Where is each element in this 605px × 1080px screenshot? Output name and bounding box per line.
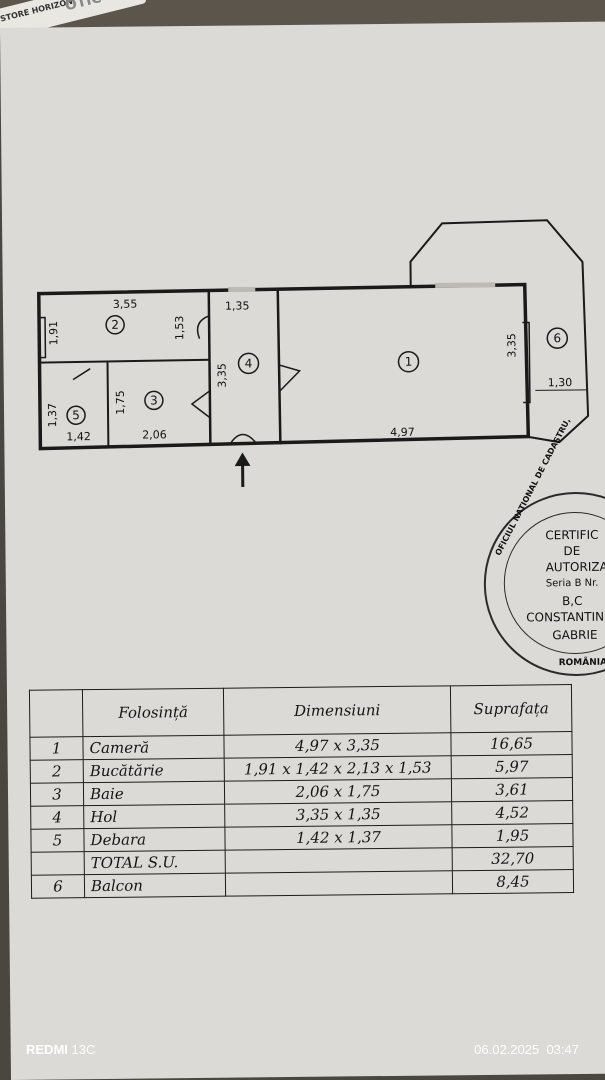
camera-brand: REDMI (26, 1042, 68, 1057)
room-label-6: 6 (553, 331, 561, 345)
table-header-row: Folosință Dimensiuni Suprafața (29, 684, 572, 738)
dim-balcony: 1,30 (548, 376, 573, 389)
stamp-bottom: ROMÂNIA (558, 657, 605, 669)
header-use: Folosință (82, 688, 224, 737)
cell-area: 32,70 (452, 846, 574, 871)
cell-nr: 6 (31, 874, 85, 899)
room-circle-4 (237, 352, 260, 375)
header-dim: Dimensiuni (223, 685, 451, 736)
wall-kitchen-bottom (38, 358, 211, 364)
cell-use: Cameră (82, 735, 225, 760)
stamp-line-6: CONSTANTIN (526, 609, 605, 625)
cell-dim (225, 847, 453, 874)
window-room (522, 321, 531, 404)
stamp-line-7: GABRIE (552, 627, 598, 643)
cell-nr: 4 (30, 805, 84, 830)
door-storage (72, 368, 91, 381)
wall-bath-left (106, 360, 110, 448)
cell-nr: 3 (30, 782, 84, 807)
cell-nr: 2 (30, 759, 84, 784)
camera-watermark-brand: REDMI 13C (26, 1042, 95, 1057)
dim-r1-bottom: 4,97 (390, 426, 415, 439)
header-area: Suprafața (450, 684, 572, 733)
dim-r5-left: 1,37 (46, 403, 59, 428)
balcony-dim-line (535, 389, 587, 391)
pen-text: OTIC (63, 0, 104, 15)
door-entry (229, 433, 258, 445)
dim-r5-bottom: 1,42 (66, 430, 91, 443)
cell-dim (225, 870, 453, 897)
cell-use: Hol (83, 804, 225, 829)
table-row: 6 Balcon 8,45 (31, 869, 574, 899)
cell-dim: 1,91 x 1,42 x 2,13 x 1,53 (224, 755, 452, 782)
cell-use: Balcon (84, 873, 226, 898)
cell-dim: 1,42 x 1,37 (224, 824, 453, 851)
document-page: 2 3 4 1 5 6 3,55 1,35 4,97 2,06 1,42 1,3… (0, 21, 605, 1080)
header-nr (29, 689, 83, 738)
floor-plan: 2 3 4 1 5 6 3,55 1,35 4,97 2,06 1,42 1,3… (37, 219, 590, 487)
dim-hall-side: 3,35 (216, 363, 229, 388)
cell-nr: 1 (29, 736, 84, 761)
dim-r2-left: 1,91 (47, 321, 60, 346)
cell-area: 3,61 (451, 777, 573, 802)
cell-area: 1,95 (451, 823, 574, 848)
room-circle-6 (546, 327, 569, 349)
photo-time: 03:47 (546, 1042, 579, 1057)
cell-dim: 4,97 x 3,35 (223, 732, 452, 759)
cell-area: 4,52 (451, 800, 573, 825)
cell-nr (31, 851, 85, 876)
door-kitchen (196, 314, 210, 339)
room-circle-2 (105, 315, 125, 335)
door-bath (190, 389, 212, 419)
room-label-4: 4 (245, 356, 253, 370)
dim-r3-bottom: 2,06 (142, 428, 167, 441)
photo-date: 06.02.2025 (474, 1042, 540, 1057)
stamp-line-2: DE (563, 543, 581, 559)
camera-watermark-date: 06.02.2025 03:47 (474, 1042, 579, 1057)
dim-r2-mid: 1,53 (173, 316, 186, 341)
window-balcony (435, 282, 496, 288)
room-label-3: 3 (150, 393, 158, 407)
cell-use: Bucătărie (83, 758, 225, 783)
room-label-5: 5 (72, 408, 80, 422)
stamp-line-3: AUTORIZA (545, 559, 605, 575)
door-room (278, 364, 302, 393)
dim-hall-top: 1,35 (225, 299, 250, 312)
cell-area: 5,97 (451, 754, 573, 779)
window-kitchen (38, 316, 47, 359)
stamp-line-4: Seria B Nr. (545, 577, 599, 590)
cell-use: Baie (83, 781, 225, 806)
cell-area: 16,65 (450, 731, 573, 756)
wall-hall-left (207, 290, 212, 447)
room-circle-5 (66, 405, 86, 425)
cell-area: 8,45 (452, 869, 574, 894)
stamp-line-1: CERTIFIC (545, 527, 599, 543)
room-label-2: 2 (111, 318, 119, 332)
cell-dim: 3,35 x 1,35 (224, 801, 452, 828)
cell-nr: 5 (30, 828, 85, 853)
stamp-line-5: B,C (561, 593, 583, 609)
room-circle-3 (144, 390, 164, 411)
dim-r2-top: 3,55 (113, 298, 138, 311)
surface-table: Folosință Dimensiuni Suprafața 1 Cameră … (29, 684, 574, 899)
dim-r1-side: 3,35 (505, 333, 518, 358)
dim-r3-left: 1,75 (114, 390, 127, 415)
cell-dim: 2,06 x 1,75 (224, 778, 452, 805)
balcony-outline (409, 219, 590, 444)
room-circle-1 (397, 350, 420, 373)
room-label-1: 1 (405, 355, 413, 369)
entry-arrowhead (234, 452, 251, 467)
cell-use: Debara (83, 827, 226, 852)
wall-hall-right (276, 289, 282, 445)
camera-model: 13C (71, 1042, 96, 1057)
cell-use: TOTAL S.U. (84, 850, 226, 875)
